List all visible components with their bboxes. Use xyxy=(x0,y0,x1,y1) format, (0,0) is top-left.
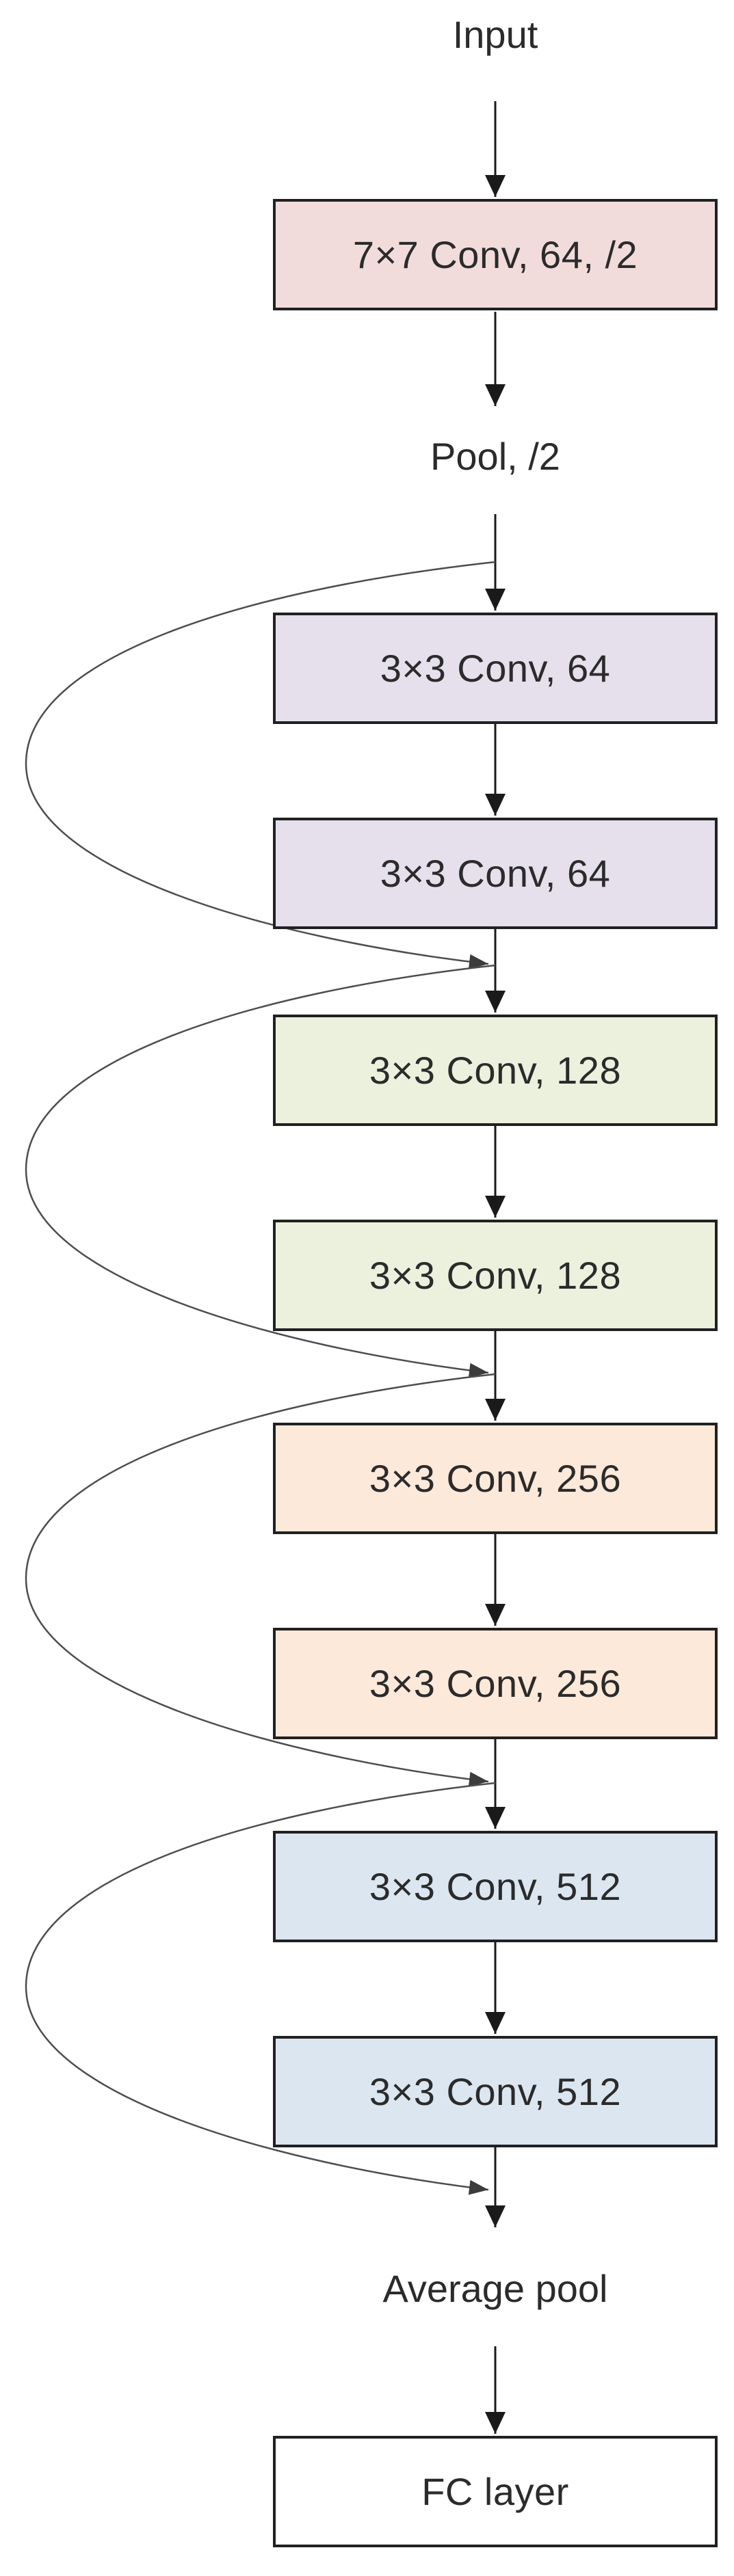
skip-connection-arc-4 xyxy=(25,1782,496,2195)
block-conv3x3-512-1: 3×3 Conv, 512 xyxy=(273,1831,718,1942)
block-conv3x3-64-1: 3×3 Conv, 64 xyxy=(273,613,718,724)
skip-connection-arc-2 xyxy=(25,964,496,1378)
block-fc-layer: FC layer xyxy=(273,2436,718,2547)
block-conv3x3-512-2: 3×3 Conv, 512 xyxy=(273,2036,718,2147)
avgpool-label: Average pool xyxy=(382,2267,608,2310)
skip-connection-arc-3 xyxy=(25,1373,496,1787)
block-conv3x3-256-1: 3×3 Conv, 256 xyxy=(273,1423,718,1534)
block-conv3x3-128-2: 3×3 Conv, 128 xyxy=(273,1220,718,1331)
block-conv3x3-128-1: 3×3 Conv, 128 xyxy=(273,1015,718,1126)
pool-label: Pool, /2 xyxy=(430,435,560,478)
input-label: Input xyxy=(452,13,538,56)
block-conv3x3-64-2: 3×3 Conv, 64 xyxy=(273,818,718,929)
block-conv7x7-64: 7×7 Conv, 64, /2 xyxy=(273,199,718,310)
block-conv3x3-256-2: 3×3 Conv, 256 xyxy=(273,1628,718,1739)
